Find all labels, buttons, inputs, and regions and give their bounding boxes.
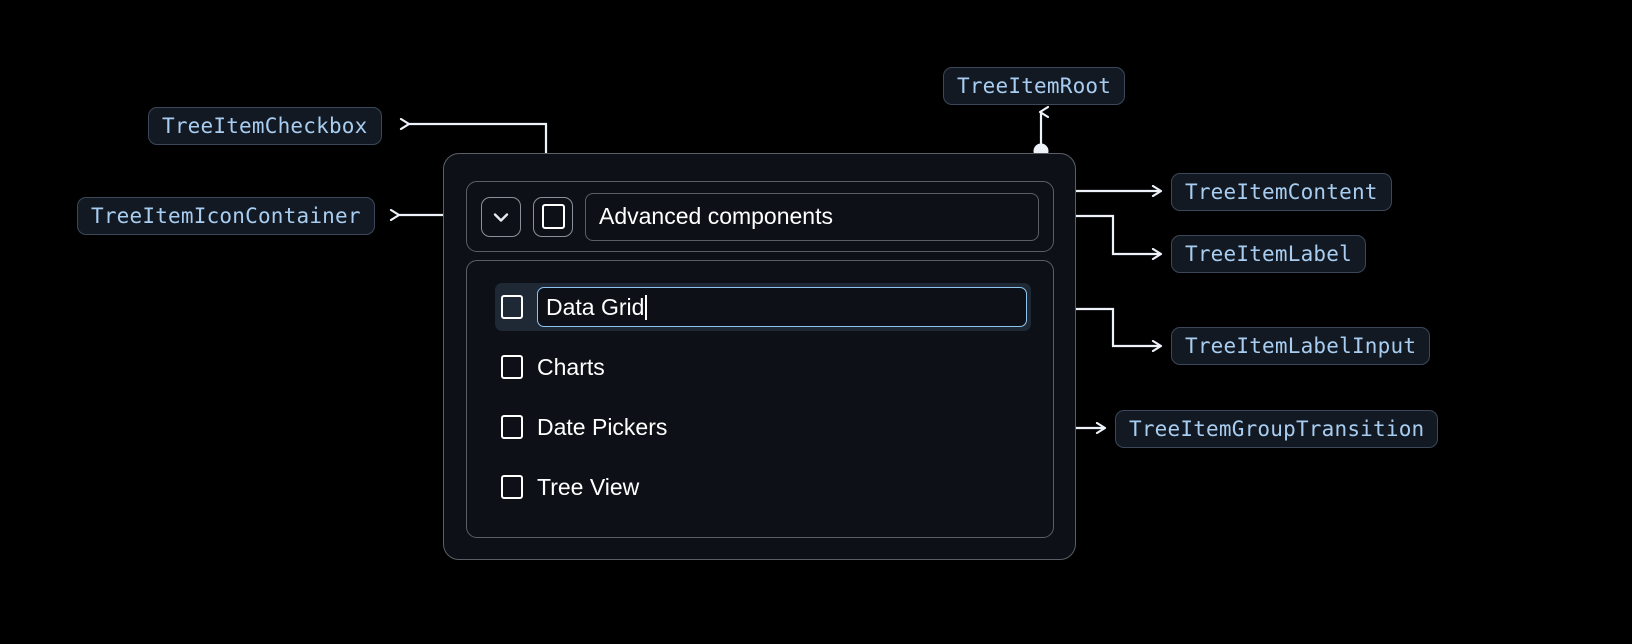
tree-item-label-text: Date Pickers [537, 413, 668, 440]
tree-item-row-date-pickers[interactable]: Date Pickers [497, 403, 1031, 451]
tree-item-row-tree-view[interactable]: Tree View [497, 463, 1031, 511]
chevron-down-icon [493, 212, 509, 222]
annotation-label: TreeItemCheckbox [162, 114, 368, 138]
tree-item-checkbox[interactable] [533, 196, 573, 237]
annotation-chip-tree-item-group-transition: TreeItemGroupTransition [1115, 410, 1439, 448]
tree-item-group-transition: Data Grid Charts Date Pickers Tree View [466, 260, 1054, 538]
text-caret [645, 294, 648, 320]
checkbox-unchecked-icon[interactable] [501, 415, 523, 439]
annotation-chip-tree-item-icon-container: TreeItemIconContainer [77, 197, 375, 235]
checkbox-unchecked-icon[interactable] [501, 475, 523, 499]
tree-item-label-text: Advanced components [599, 203, 833, 229]
annotation-chip-tree-item-root: TreeItemRoot [943, 67, 1126, 105]
annotation-chip-tree-item-content: TreeItemContent [1171, 173, 1392, 211]
annotation-label: TreeItemLabel [1185, 242, 1352, 266]
checkbox-unchecked-icon[interactable] [501, 295, 523, 319]
tree-item-content[interactable]: Advanced components [466, 181, 1054, 252]
annotation-chip-tree-item-label: TreeItemLabel [1171, 235, 1366, 273]
tree-item-icon-container[interactable] [481, 196, 521, 237]
annotation-label: TreeItemContent [1185, 180, 1378, 204]
tree-item-label[interactable]: Advanced components [585, 192, 1039, 241]
annotation-label: TreeItemIconContainer [91, 204, 361, 228]
tree-item-row-charts[interactable]: Charts [497, 343, 1031, 391]
tree-item-label-input-value: Data Grid [546, 293, 645, 320]
tree-item-root[interactable]: Advanced components Data Grid Charts Dat… [443, 153, 1076, 560]
annotation-chip-tree-item-checkbox: TreeItemCheckbox [148, 107, 382, 145]
annotation-label: TreeItemRoot [957, 74, 1112, 98]
tree-item-editing-row[interactable]: Data Grid [495, 283, 1031, 331]
annotation-chip-tree-item-label-input: TreeItemLabelInput [1171, 327, 1431, 365]
tree-item-label-text: Tree View [537, 473, 640, 500]
checkbox-unchecked-icon [541, 204, 565, 229]
checkbox-unchecked-icon[interactable] [501, 355, 523, 379]
tree-item-label-text: Charts [537, 353, 605, 380]
annotation-label: TreeItemLabelInput [1185, 334, 1417, 358]
annotation-label: TreeItemGroupTransition [1129, 417, 1425, 441]
tree-item-label-input[interactable]: Data Grid [537, 287, 1027, 327]
